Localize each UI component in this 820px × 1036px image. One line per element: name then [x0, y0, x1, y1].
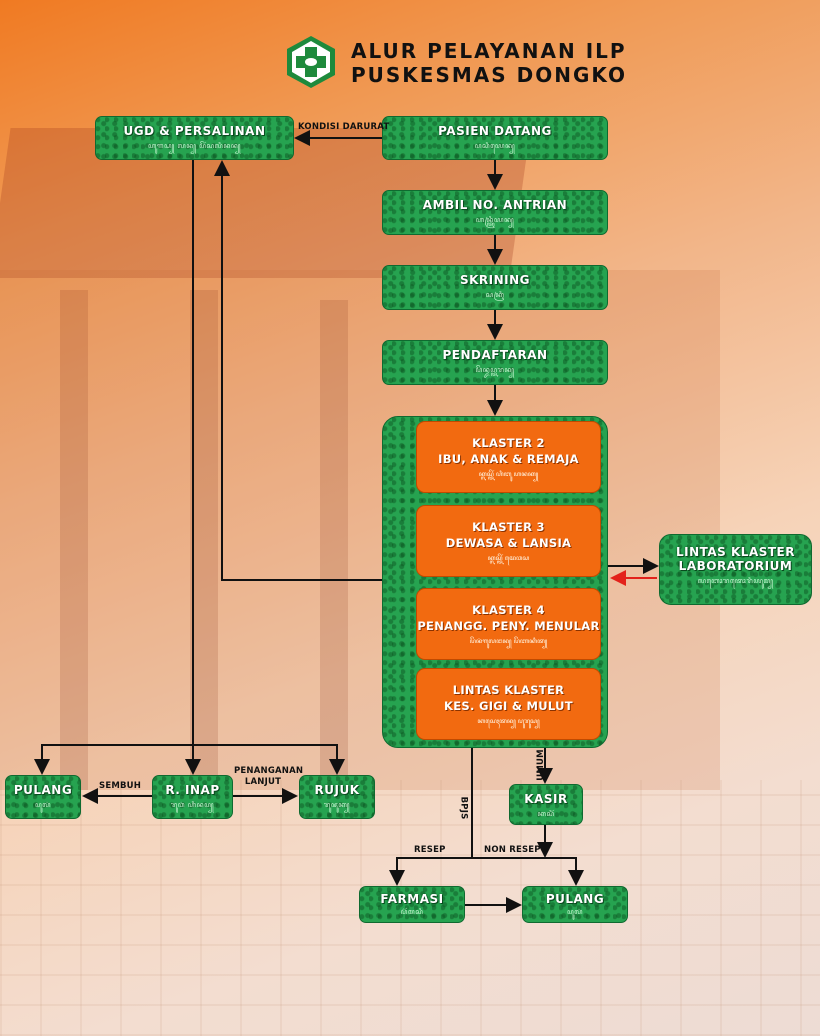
node-label-line-2: DEWASA & LANSIA — [445, 536, 572, 550]
edge-label-bpjs: BPJS — [458, 796, 469, 820]
node-skrining[interactable]: SKRINING ꦱꦏꦿꦶ — [382, 265, 608, 310]
node-label-line-2: IBU, ANAK & REMAJA — [438, 452, 579, 466]
node-sublabel: ꦱꦏꦿꦶ — [485, 291, 505, 299]
line-branch-right — [193, 744, 345, 775]
edge-label-sembuh: SEMBUH — [99, 781, 142, 791]
node-sublabel: ꦏ꧀ꦭꦱ꧀ꦠꦼꦂ ꦲꦶꦧꦸ ꦲꦤꦏ꧀ — [478, 470, 539, 478]
node-label: KASIR — [524, 792, 568, 806]
edge-label-non-resep: NON RESEP — [484, 845, 541, 855]
node-label: KLASTER 2 IBU, ANAK & REMAJA — [417, 435, 600, 467]
arrow-resep — [389, 857, 472, 886]
node-label: KLASTER 3 DEWASA & LANSIA — [417, 519, 600, 551]
node-pendaftaran[interactable]: PENDAFTARAN ꦥꦼꦤ꧀ꦢꦥ꧀ꦠꦫꦤ꧀ — [382, 340, 608, 385]
background-column — [320, 300, 348, 790]
node-sublabel: ꦥꦸꦭꦁ — [566, 908, 584, 916]
page-header: ALUR PELAYANAN ILP PUSKESMAS DONGKO — [285, 35, 625, 93]
node-sublabel: ꦲꦤ꧀ꦠꦿꦶꦪꦤ꧀ — [475, 216, 515, 224]
node-label: KLASTER 4 PENANGG. PENY. MENULAR — [417, 602, 600, 634]
edge-label-umum: UMUM — [535, 749, 546, 781]
node-label: LINTAS KLASTER KES. GIGI & MULUT — [417, 682, 600, 714]
puskesmas-logo-icon — [287, 36, 335, 88]
node-label-line-1: KLASTER 3 — [472, 520, 545, 534]
node-sublabel: ꦥꦱꦶꦪꦺꦤ꧀ — [474, 142, 516, 150]
node-ugd-persalinan[interactable]: UGD & PERSALINAN ꦲꦸꦒꦝ꧀ ꦭꦤ꧀ ꦥꦼꦂꦱꦭꦶꦤꦤ꧀ — [95, 116, 294, 160]
node-sublabel: ꦭꦧꦺꦴꦫꦠꦺꦴꦫꦶꦪꦸꦩ꧀ — [697, 577, 774, 585]
edge-label-kondisi-darurat: KONDISI DARURAT — [298, 122, 390, 132]
node-label: PULANG — [13, 783, 73, 797]
node-label: PENDAFTARAN — [442, 348, 548, 362]
node-label: UGD & PERSALINAN — [123, 124, 266, 138]
node-label: PASIEN DATANG — [438, 124, 552, 138]
node-label: FARMASI — [380, 892, 444, 906]
node-label: AMBIL NO. ANTRIAN — [422, 198, 568, 212]
node-pasien-datang[interactable]: PASIEN DATANG ꦥꦱꦶꦪꦺꦤ꧀ — [382, 116, 608, 160]
node-lintas-gigi-mulut[interactable]: LINTAS KLASTER KES. GIGI & MULUT ꦏꦱꦺꦃꦠꦤ꧀… — [416, 668, 601, 740]
node-label-line-2: LABORATORIUM — [678, 559, 793, 573]
line-branch-left — [34, 744, 193, 775]
node-sublabel: ꦲꦸꦒꦝ꧀ ꦭꦤ꧀ ꦥꦼꦂꦱꦭꦶꦤꦤ꧀ — [148, 142, 241, 150]
node-ambil-antrian[interactable]: AMBIL NO. ANTRIAN ꦲꦤ꧀ꦠꦿꦶꦪꦤ꧀ — [382, 190, 608, 235]
node-sublabel: ꦥ꦳ꦂꦩꦱꦶ — [400, 908, 424, 916]
node-sublabel: ꦏꦱꦺꦃꦠꦤ꧀ ꦥꦸꦫꦸꦱ꧀ — [477, 717, 540, 725]
node-lintas-laboratorium[interactable]: LINTAS KLASTER LABORATORIUM ꦭꦧꦺꦴꦫꦠꦺꦴꦫꦶꦪꦸ… — [659, 534, 812, 605]
node-sublabel: ꦫꦸꦮꦁ ꦲꦶꦤꦥ꧀ — [170, 801, 215, 809]
edge-label-penanganan-lanjut: PENANGANAN LANJUT — [234, 766, 304, 787]
node-kasir[interactable]: KASIR ꦏꦱꦶꦂ — [509, 784, 583, 825]
node-pulang-right[interactable]: PULANG ꦥꦸꦭꦁ — [522, 886, 628, 923]
title-line-2: PUSKESMAS DONGKO — [351, 63, 627, 87]
node-label: RUJUK — [314, 783, 360, 797]
page-title: ALUR PELAYANAN ILP PUSKESMAS DONGKO — [351, 39, 627, 87]
node-klaster-4[interactable]: KLASTER 4 PENANGG. PENY. MENULAR ꦥꦼꦤꦁꦒꦸꦭ… — [416, 588, 601, 660]
title-line-1: ALUR PELAYANAN ILP — [351, 39, 627, 63]
arrow-klaster-ugd — [214, 160, 382, 581]
node-sublabel: ꦫꦸꦗꦸꦏ꧀ — [323, 801, 351, 809]
background-column — [190, 290, 218, 790]
edge-label-resep: RESEP — [414, 845, 446, 855]
node-label: R. INAP — [165, 783, 220, 797]
node-klaster-2[interactable]: KLASTER 2 IBU, ANAK & REMAJA ꦏ꧀ꦭꦱ꧀ꦠꦼꦂ ꦲꦶ… — [416, 421, 601, 493]
arrow-non-resep — [472, 857, 584, 886]
node-sublabel: ꦏꦱꦶꦂ — [537, 810, 555, 818]
node-label-line-2: KES. GIGI & MULUT — [444, 699, 573, 713]
node-farmasi[interactable]: FARMASI ꦥ꦳ꦂꦩꦱꦶ — [359, 886, 465, 923]
node-label-line-1: KLASTER 2 — [472, 436, 545, 450]
node-label: PULANG — [545, 892, 605, 906]
background-column — [60, 290, 88, 790]
node-label: LINTAS KLASTER LABORATORIUM — [660, 545, 811, 573]
node-r-inap[interactable]: R. INAP ꦫꦸꦮꦁ ꦲꦶꦤꦥ꧀ — [152, 775, 233, 819]
node-label: SKRINING — [459, 273, 531, 287]
node-label-line-1: LINTAS KLASTER — [452, 683, 565, 697]
node-sublabel: ꦥꦸꦭꦁ — [34, 801, 52, 809]
node-label-line-1: KLASTER 4 — [472, 603, 545, 617]
node-sublabel: ꦥꦼꦤ꧀ꦢꦥ꧀ꦠꦫꦤ꧀ — [475, 366, 515, 374]
node-sublabel: ꦏ꧀ꦭꦱ꧀ꦠꦼꦂ ꦢꦺꦮꦱ — [487, 554, 530, 562]
node-pulang-left[interactable]: PULANG ꦥꦸꦭꦁ — [5, 775, 81, 819]
node-label-line-2: PENANGG. PENY. MENULAR — [417, 619, 600, 633]
node-sublabel: ꦥꦼꦤꦁꦒꦸꦭꦔꦤ꧀ ꦥꦼꦚꦏꦶꦠ꧀ — [469, 637, 548, 645]
node-rujuk[interactable]: RUJUK ꦫꦸꦗꦸꦏ꧀ — [299, 775, 375, 819]
node-label-line-1: LINTAS KLASTER — [675, 545, 795, 559]
node-klaster-3[interactable]: KLASTER 3 DEWASA & LANSIA ꦏ꧀ꦭꦱ꧀ꦠꦼꦂ ꦢꦺꦮꦱ — [416, 505, 601, 577]
